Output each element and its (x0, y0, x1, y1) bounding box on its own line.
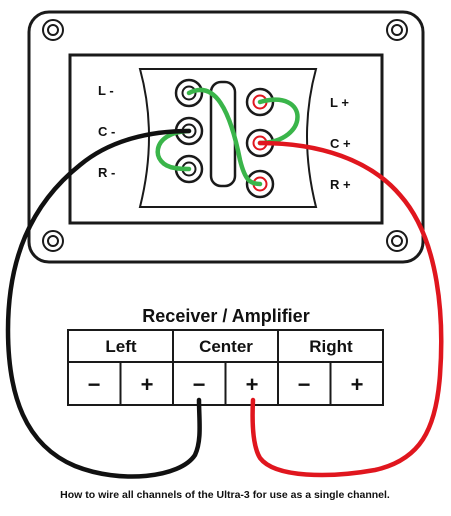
terminal-label-r-minus: R - (98, 165, 115, 180)
terminal-label-l-minus: L - (98, 83, 114, 98)
terminal-label-c-plus: C + (330, 136, 351, 151)
left-positive-terminal: + (141, 372, 154, 397)
caption: How to wire all channels of the Ultra-3 … (60, 489, 390, 501)
center-negative-terminal: − (193, 372, 206, 397)
screw-icon (386, 19, 408, 41)
terminal-label-c-minus: C - (98, 124, 115, 139)
green-jumper-wire (257, 97, 300, 146)
screw-icon (42, 19, 64, 41)
channel-header-center: Center (199, 337, 253, 356)
center-positive-terminal: + (246, 372, 259, 397)
black-wire (5, 128, 202, 479)
screw-icon (42, 230, 64, 252)
left-negative-terminal: − (88, 372, 101, 397)
channel-header-left: Left (105, 337, 137, 356)
green-jumper-wire (186, 87, 263, 187)
terminal-label-r-plus: R + (330, 177, 351, 192)
amplifier-title: Receiver / Amplifier (142, 306, 309, 326)
red-wire (250, 140, 444, 478)
right-negative-terminal: − (298, 372, 311, 397)
channel-header-right: Right (309, 337, 353, 356)
terminal-label-l-plus: L + (330, 95, 349, 110)
amplifier-terminal-table (67, 329, 384, 406)
right-positive-terminal: + (351, 372, 364, 397)
screw-icon (386, 230, 408, 252)
green-jumper-wire (155, 128, 192, 172)
